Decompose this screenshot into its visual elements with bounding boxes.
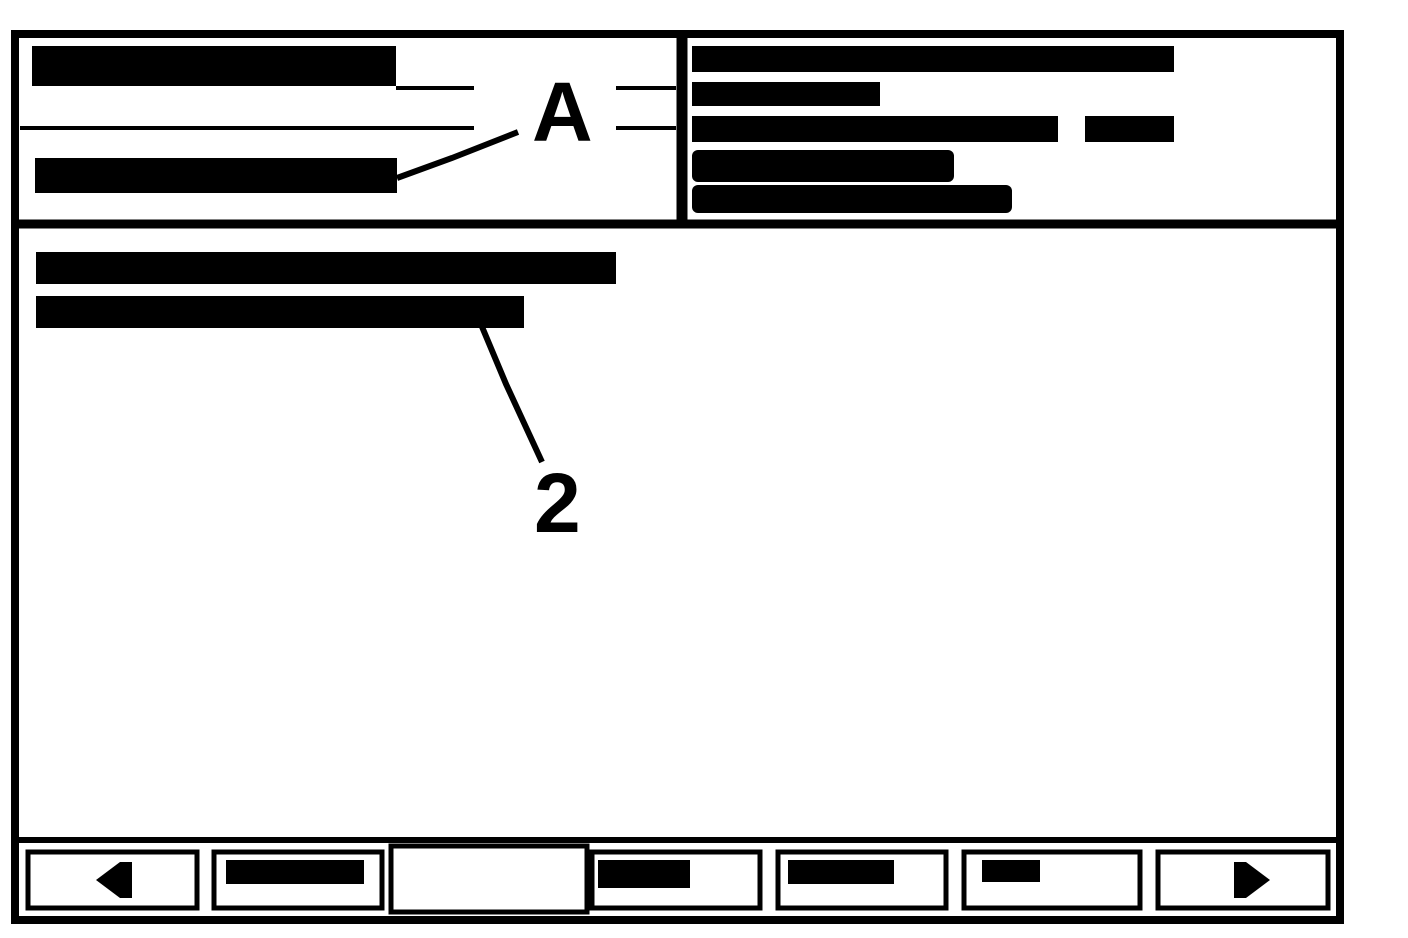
- softkey-1[interactable]: [25, 849, 200, 911]
- callout-2-label: 2: [534, 456, 581, 550]
- softkey-4[interactable]: [589, 849, 763, 911]
- header-panel: [15, 38, 1340, 229]
- softkey-1-frame: [25, 849, 200, 911]
- softkey-2[interactable]: [211, 849, 385, 911]
- content-line-2: [36, 296, 524, 328]
- info-line-1: [692, 46, 1174, 72]
- softkey-4-frame: [589, 849, 763, 911]
- softkey-5[interactable]: [775, 849, 949, 911]
- content-panel: [36, 252, 616, 328]
- title-text-placeholder: [32, 46, 396, 86]
- softkey-3[interactable]: [388, 843, 590, 915]
- softkey-3-frame: [388, 843, 590, 915]
- right-arrow-stem: [1234, 862, 1246, 898]
- content-line-1: [36, 252, 616, 284]
- field-value-placeholder: [35, 158, 397, 193]
- softkey-5-label: [788, 860, 894, 884]
- callout-2-leader: [477, 320, 545, 464]
- softkey-4-label: [598, 860, 690, 888]
- info-line-4: [692, 150, 954, 182]
- callout-a-leader: [395, 129, 520, 181]
- callout-a-label: A: [532, 65, 593, 159]
- softkey-6-frame: [961, 849, 1143, 911]
- softkey-2-label: [226, 860, 364, 884]
- callout-2: 2: [477, 320, 581, 550]
- softkey-6-label: [982, 860, 1040, 882]
- right-arrow-icon: [1246, 862, 1270, 898]
- left-arrow-icon: [96, 862, 120, 898]
- softkey-6[interactable]: [961, 849, 1143, 911]
- display-frame: [11, 30, 1344, 924]
- callout-a: A: [395, 65, 593, 181]
- info-line-5: [692, 185, 1012, 213]
- info-line-2: [692, 82, 880, 106]
- softkey-bar: [15, 837, 1340, 915]
- info-line-3a: [692, 116, 1058, 142]
- info-line-3b: [1085, 116, 1174, 142]
- softkey-2-frame: [211, 849, 385, 911]
- left-arrow-stem: [120, 862, 132, 898]
- softkey-7[interactable]: [1155, 849, 1331, 911]
- softkey-7-frame: [1155, 849, 1331, 911]
- softkey-5-frame: [775, 849, 949, 911]
